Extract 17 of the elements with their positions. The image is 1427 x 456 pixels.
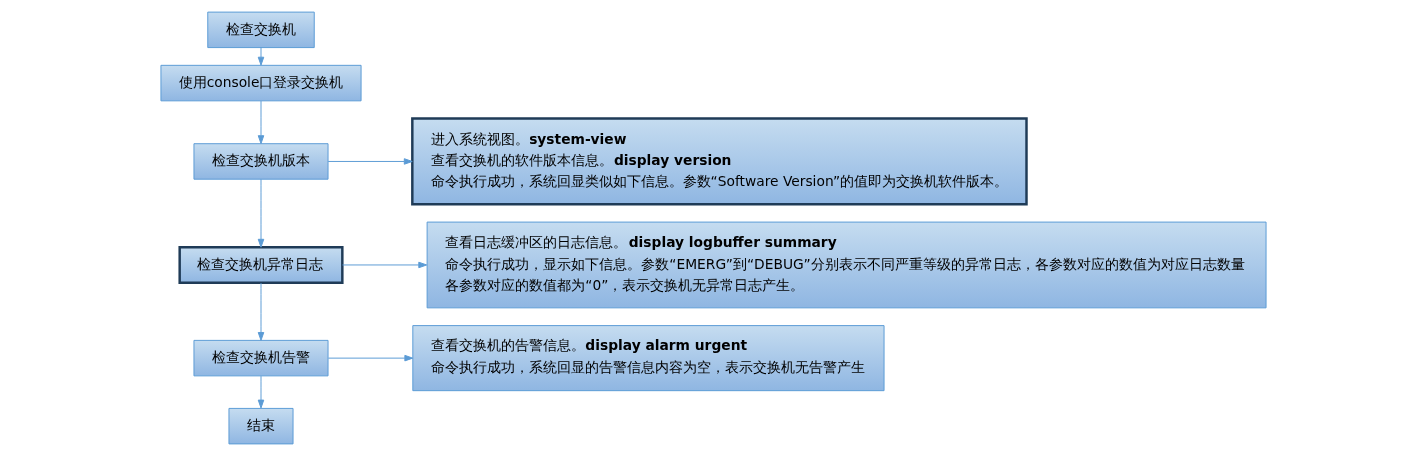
node-box: 使用console口登录交换机: [160, 64, 362, 102]
arrow: [342, 261, 428, 269]
arrow: [257, 282, 265, 341]
node-box: 检查交换机: [207, 11, 315, 49]
arrow: [257, 178, 265, 248]
node-box: 检查交换机版本: [193, 143, 329, 180]
node-box: 检查交换机异常日志: [178, 246, 344, 284]
node-box: 结束: [228, 407, 294, 445]
node-box: 查看日志缓冲区的日志信息。display logbuffer summary 命令执行成功，显示如下信息。参数“EMERG”到“DEBUG”分别表示不同严重等级的异常日志，各参数对应的数值为对应日志数量 各参数对应的数值都为“0”，表示交换机无异常日志产生。: [426, 221, 1267, 309]
node-box: 查看交换机的告警信息。display alarm urgent 命令执行成功，系统回显的告警信息内容为空，表示交换机无告警产生: [412, 325, 885, 392]
arrow: [257, 375, 265, 409]
node-box: 进入系统视图。system-view 查看交换机的软件版本信息。display version 命令执行成功，系统回显类似如下信息。参数“Software Version”的值即为交换机软件版本。: [411, 117, 1028, 206]
arrow: [327, 158, 413, 165]
arrow: [327, 354, 414, 362]
arrow: [257, 100, 265, 145]
arrow: [257, 47, 265, 66]
node-box: 检查交换机告警: [193, 339, 329, 377]
